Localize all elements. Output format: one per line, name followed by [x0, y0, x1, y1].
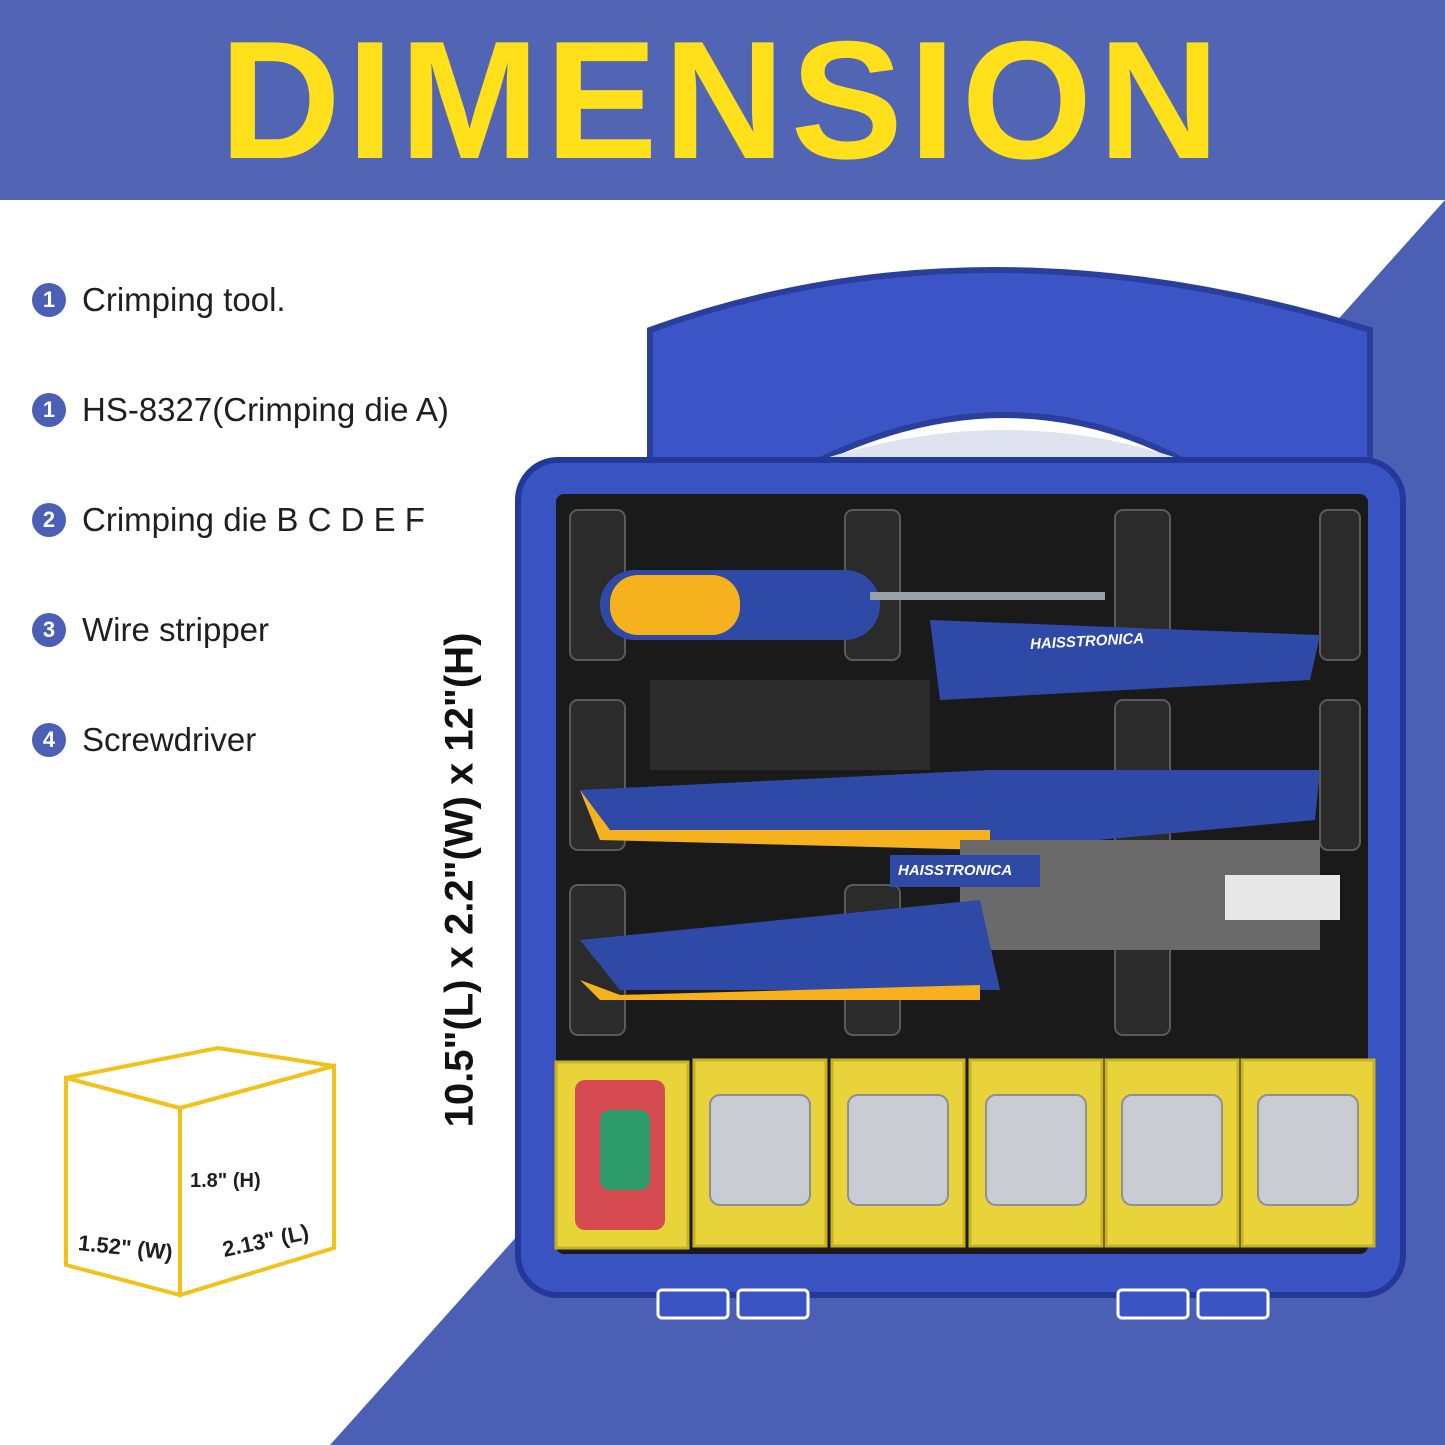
list-item: 1 HS-8327(Crimping die A): [32, 355, 552, 465]
list-item: 3 Wire stripper: [32, 575, 552, 685]
wire-stripper-illustration: [580, 620, 1320, 850]
number-badge: 3: [32, 613, 66, 647]
page-title: DIMENSION: [219, 6, 1226, 194]
list-item: 4 Screwdriver: [32, 685, 552, 795]
list-item: 2 Crimping die B C D E F: [32, 465, 552, 575]
feature-label: Wire stripper: [82, 611, 270, 648]
terminals: [575, 1080, 665, 1230]
die-plates: [709, 1094, 1359, 1206]
box-height-label: 1.8" (H): [190, 1170, 261, 1192]
number-badge: 1: [32, 393, 66, 427]
feature-label: Screwdriver: [82, 721, 257, 758]
crimping-tool-illustration: [580, 840, 1340, 1000]
case-latches: [656, 1288, 1270, 1320]
list-item: 1 Crimping tool.: [32, 245, 552, 355]
number-badge: 4: [32, 723, 66, 757]
screwdriver-illustration: [600, 570, 1105, 640]
feature-list: 1 Crimping tool. 1 HS-8327(Crimping die …: [32, 245, 552, 795]
box-dimension-diagram: [64, 1045, 336, 1298]
case-dimensions-label: 10.5"(L) x 2.2"(W) x 12"(H): [437, 632, 482, 1128]
number-badge: 2: [32, 503, 66, 537]
number-badge: 1: [32, 283, 66, 317]
title-banner: DIMENSION: [0, 0, 1445, 200]
feature-label: Crimping die B C D E F: [82, 501, 425, 538]
feature-label: Crimping tool.: [82, 281, 286, 318]
feature-label: HS-8327(Crimping die A): [82, 391, 449, 428]
case-handle: [647, 267, 1373, 473]
brand-logo-crimper: HAISSTRONICA: [898, 862, 1013, 879]
die-trays: [554, 1058, 1376, 1250]
